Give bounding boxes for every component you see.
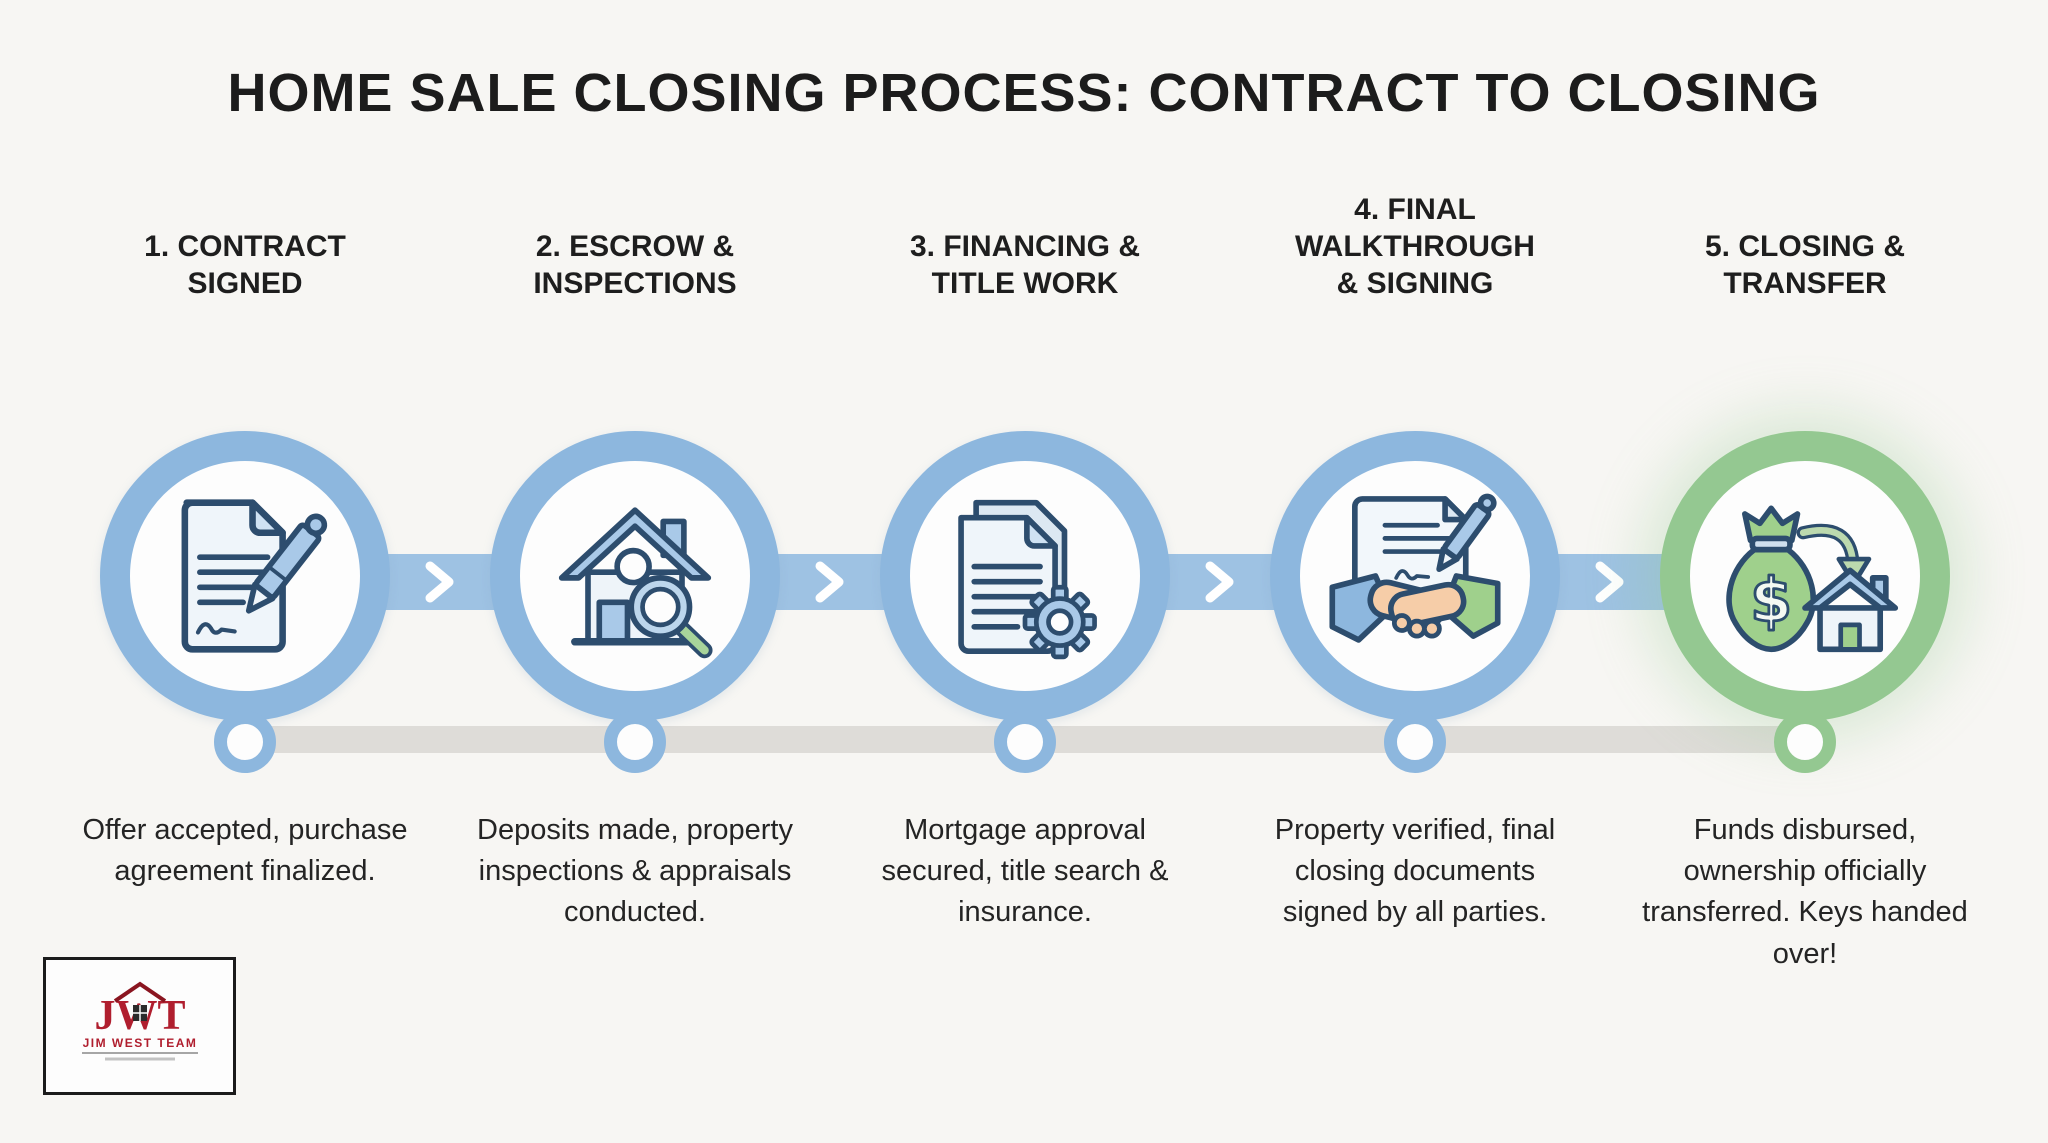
contract-document-pen-icon [181, 499, 328, 653]
step1-title: 1. CONTRACT SIGNED [144, 230, 346, 300]
connector-arrow-4 [1543, 554, 1677, 610]
moneybag-house-transfer-icon: $ [1726, 505, 1899, 653]
step4-description: Property verified, final closing documen… [1274, 814, 1556, 929]
logo-roof-icon [113, 981, 166, 1003]
step1-description: Offer accepted, purchase agreement final… [82, 814, 408, 888]
documents-gear-icon [958, 499, 1097, 660]
step5-title: 5. CLOSING & TRANSFER [1704, 230, 1906, 300]
chevron-right-icon [1205, 561, 1234, 603]
step2-title: 2. ESCROW & INSPECTIONS [533, 230, 737, 300]
step1-circle [100, 431, 390, 721]
step1-timeline-node [214, 711, 276, 773]
step2-timeline-node [604, 711, 666, 773]
step2-circle [490, 431, 780, 721]
page-title: HOME SALE CLOSING PROCESS: CONTRACT TO C… [227, 63, 1821, 123]
logo-team-name: JIM WEST TEAM [82, 1036, 197, 1050]
step3-circle [880, 431, 1170, 721]
house-magnifier-icon [558, 507, 713, 659]
jwt-logo-icon: JWT JIM WEST TEAM [81, 981, 198, 1061]
step4-title: 4. FINAL WALKTHROUGH & SIGNING [1295, 193, 1535, 300]
svg-text:$: $ [1750, 566, 1792, 636]
connector-arrow-3 [1153, 554, 1287, 610]
step2-description: Deposits made, property inspections & ap… [477, 814, 793, 929]
step3-description: Mortgage approval secured, title search … [881, 814, 1169, 929]
step3-timeline-node [994, 711, 1056, 773]
chevron-right-icon [425, 561, 454, 603]
chevron-right-icon [815, 561, 844, 603]
chevron-right-icon [1595, 561, 1624, 603]
handshake-contract-icon [1329, 493, 1501, 643]
connector-arrow-1 [373, 554, 507, 610]
step4-circle [1270, 431, 1560, 721]
step4-timeline-node [1384, 711, 1446, 773]
brand-logo: JWT JIM WEST TEAM [43, 957, 236, 1095]
step3-title: 3. FINANCING & TITLE WORK [909, 230, 1140, 300]
connector-arrow-2 [763, 554, 897, 610]
step5-timeline-node [1774, 711, 1836, 773]
step5-circle: $ [1660, 431, 1950, 721]
step5-description: Funds disbursed, ownership officially tr… [1642, 814, 1968, 970]
